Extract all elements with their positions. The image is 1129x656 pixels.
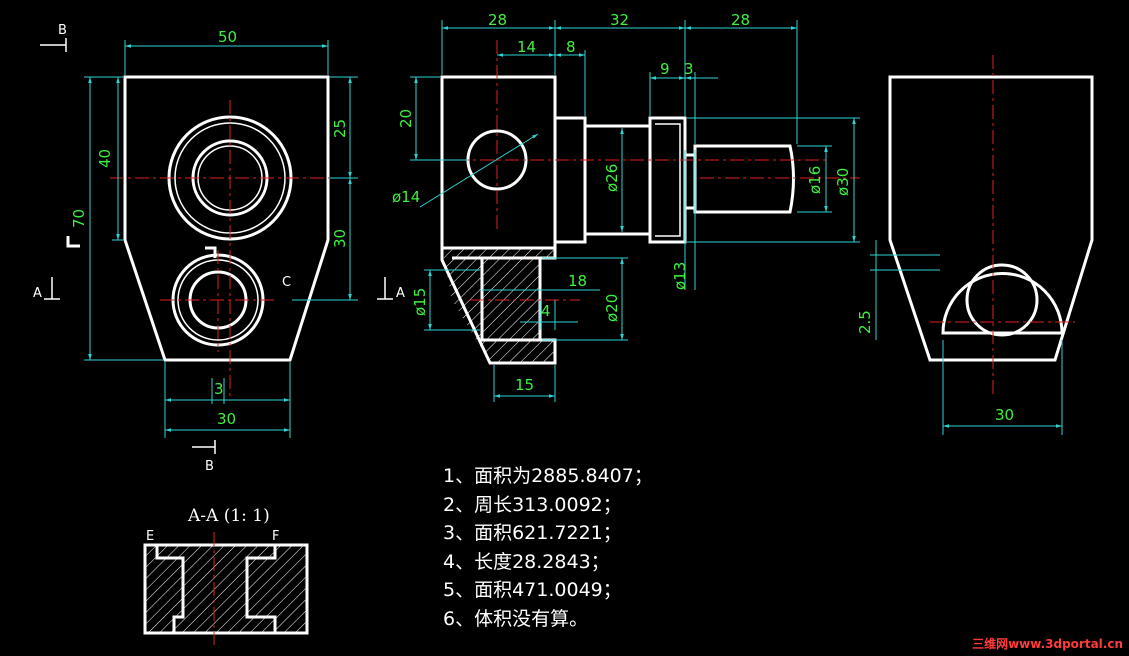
dim-40: 40 (96, 149, 114, 168)
shaft-collar-2-inner (655, 123, 681, 237)
dim-25: 25 (331, 119, 349, 138)
dim-bottom-30: 30 (217, 410, 236, 428)
side-lower-hatch (442, 248, 555, 363)
section-a-a: A-A (1: 1) E F (143, 506, 309, 645)
section-title: A-A (1: 1) (187, 506, 270, 526)
dim-18: 18 (568, 272, 587, 290)
marker-a-mid-arrow (377, 277, 393, 300)
marker-a-left: A (33, 286, 42, 301)
dim-8: 8 (566, 38, 576, 56)
shaft-collar-1 (555, 116, 587, 244)
note-1: 1、面积为2885.8407； (443, 465, 653, 487)
front-view: 50 40 70 25 30 30 3 B B A C (33, 23, 358, 474)
note-5: 5、面积471.0049； (443, 579, 622, 601)
note-6: 6、体积没有算。 (443, 607, 589, 630)
dim-30-right: 30 (331, 229, 349, 248)
marker-b-top: B (58, 23, 67, 38)
dim-d13: ø13 (671, 262, 689, 290)
section-hatch (145, 545, 307, 633)
marker-f: F (272, 529, 279, 544)
note-4: 4、长度28.2843； (443, 550, 610, 573)
note-2: 2、周长313.0092； (443, 493, 622, 516)
marker-b-bottom: B (205, 459, 214, 474)
front-outline (123, 75, 330, 362)
marker-e: E (146, 529, 154, 544)
dim-20: 20 (397, 109, 415, 128)
dim-2-5: 2.5 (856, 310, 874, 334)
right-outline (888, 75, 1094, 362)
dim-3-front: 3 (214, 380, 224, 398)
dim-d14: ø14 (392, 188, 420, 206)
front-key-notch (205, 246, 217, 258)
dim-3-side: 3 (684, 60, 694, 78)
marker-a-left-arrow (44, 277, 60, 300)
dim-70: 70 (70, 209, 88, 228)
right-view: 2.5 30 (856, 55, 1094, 435)
right-hole (965, 263, 1039, 337)
side-view: 28 32 28 14 8 9 3 20 ø14 ø26 ø16 ø30 ø13… (377, 11, 860, 402)
dim-d15: ø15 (411, 288, 429, 316)
marker-c: C (282, 275, 291, 290)
marker-b-bottom-arrow (192, 440, 216, 454)
dim-d16: ø16 (806, 166, 824, 194)
dim-right-30: 30 (995, 406, 1014, 424)
side-bore-edge (452, 256, 490, 342)
dim-32: 32 (610, 11, 629, 29)
front-corner-mark (66, 236, 80, 248)
dim-d20: ø20 (603, 294, 621, 322)
calculation-notes: 1、面积为2885.8407； 2、周长313.0092； 3、面积621.72… (443, 462, 653, 633)
dim-28-a: 28 (488, 11, 507, 29)
dim-4: 4 (541, 302, 551, 320)
dim-14: 14 (517, 38, 536, 56)
dim-d30: ø30 (834, 168, 852, 196)
dim-9: 9 (660, 60, 670, 78)
watermark: 三维网www.3dportal.cn (972, 637, 1123, 651)
right-boss (941, 272, 1064, 335)
note-3: 3、面积621.7221； (443, 522, 622, 544)
section-cavity (155, 543, 277, 635)
side-block-outline (440, 75, 557, 250)
dim-28-b: 28 (731, 11, 750, 29)
marker-b-top-arrow (40, 38, 67, 52)
dim-15: 15 (515, 376, 534, 394)
shaft-end-d16 (693, 144, 795, 214)
dim-d26: ø26 (603, 164, 621, 192)
dim-50: 50 (218, 28, 237, 46)
marker-a-mid: A (396, 286, 405, 301)
